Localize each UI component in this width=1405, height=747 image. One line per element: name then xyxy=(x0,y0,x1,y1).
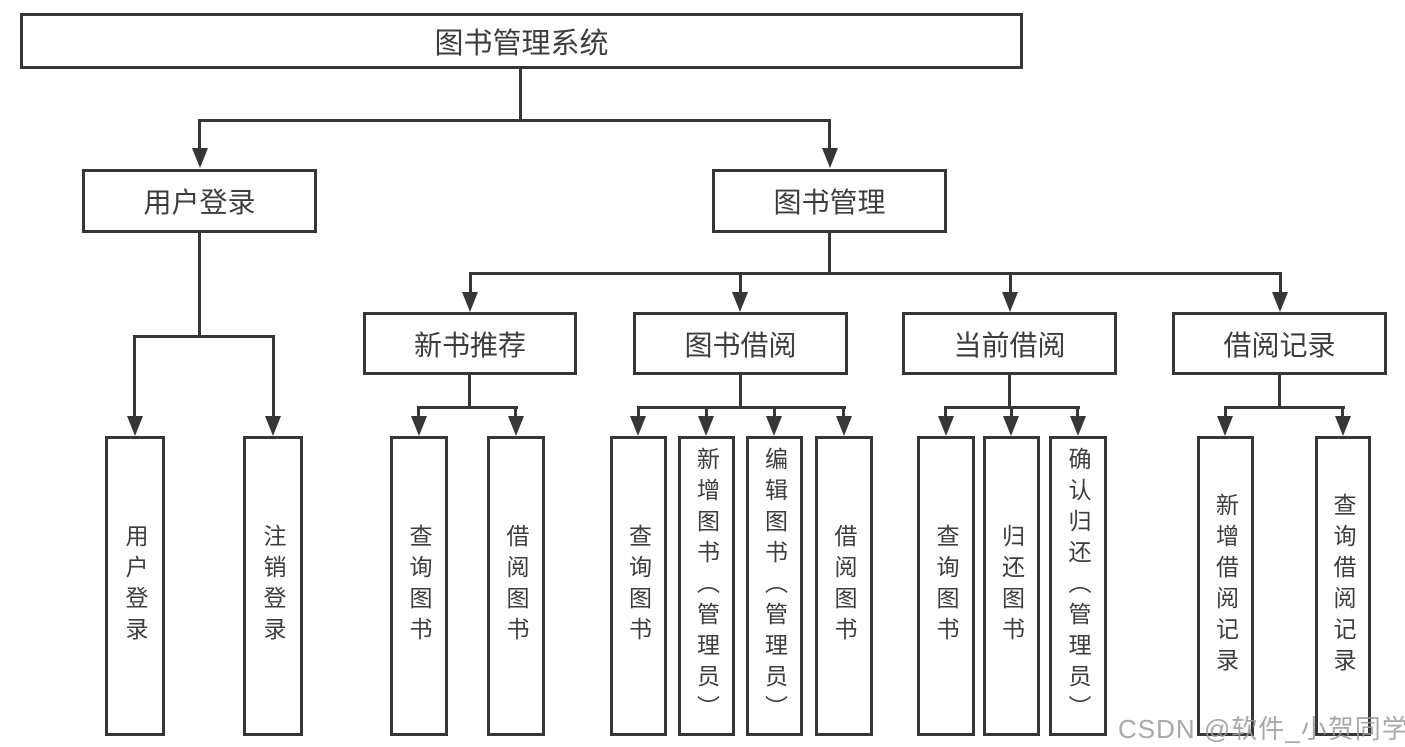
node-label: 查询图书 xyxy=(933,524,959,648)
connector-line xyxy=(514,406,517,418)
connector-line xyxy=(198,119,201,149)
arrow-down-icon xyxy=(1335,416,1351,436)
leaf-query-borrow-record: 查询借阅记录 xyxy=(1315,436,1371,736)
arrow-down-icon xyxy=(766,416,782,436)
node-user-login: 用户登录 xyxy=(82,169,317,233)
arrow-down-icon xyxy=(836,416,852,436)
node-label: 编辑图书（管理员） xyxy=(761,446,788,726)
connector-line xyxy=(637,406,846,409)
node-label: 用户登录 xyxy=(143,187,256,218)
connector-line xyxy=(469,272,472,294)
node-label: 新增借阅记录 xyxy=(1212,493,1239,679)
leaf-query-books-3: 查询图书 xyxy=(917,436,975,736)
connector-line xyxy=(1278,375,1281,409)
node-label: 图书管理 xyxy=(773,187,886,218)
arrow-down-icon xyxy=(462,292,478,312)
connector-line xyxy=(198,119,831,122)
connector-line xyxy=(133,335,275,338)
leaf-add-borrow-record: 新增借阅记录 xyxy=(1197,436,1254,736)
node-new-book-recommend: 新书推荐 xyxy=(363,312,577,375)
connector-line xyxy=(468,375,471,409)
connector-line xyxy=(1008,375,1011,409)
connector-line xyxy=(842,406,845,418)
connector-line xyxy=(828,119,831,149)
arrow-down-icon xyxy=(1217,416,1233,436)
node-root: 图书管理系统 xyxy=(20,13,1023,69)
arrow-down-icon xyxy=(192,148,208,168)
arrow-down-icon xyxy=(411,416,427,436)
arrow-down-icon xyxy=(265,416,281,436)
connector-line xyxy=(1224,406,1227,418)
leaf-confirm-return-admin: 确认归还（管理员） xyxy=(1049,436,1107,736)
leaf-query-books-1: 查询图书 xyxy=(390,436,448,736)
arrow-down-icon xyxy=(1002,292,1018,312)
connector-line xyxy=(944,406,947,418)
node-book-borrow: 图书借阅 xyxy=(633,312,848,375)
arrow-down-icon xyxy=(822,148,838,168)
connector-line xyxy=(1341,406,1344,418)
connector-line xyxy=(739,375,742,409)
arrow-down-icon xyxy=(508,416,524,436)
connector-line xyxy=(773,406,776,418)
arrow-down-icon xyxy=(630,416,646,436)
leaf-borrow-books-2: 借阅图书 xyxy=(815,436,873,736)
connector-line xyxy=(705,406,708,418)
node-label: 新增图书（管理员） xyxy=(693,446,720,726)
connector-line xyxy=(469,272,1282,275)
node-label: 查询图书 xyxy=(406,524,432,648)
leaf-add-book-admin: 新增图书（管理员） xyxy=(678,436,735,736)
connector-line xyxy=(1279,272,1282,294)
arrow-down-icon xyxy=(698,416,714,436)
connector-line xyxy=(519,69,522,122)
node-label: 图书管理系统 xyxy=(434,28,609,60)
node-label: 借阅记录 xyxy=(1223,329,1336,361)
leaf-user-login: 用户登录 xyxy=(105,436,165,736)
leaf-logout: 注销登录 xyxy=(243,436,303,736)
arrow-down-icon xyxy=(1070,416,1086,436)
leaf-query-books-2: 查询图书 xyxy=(610,436,667,736)
connector-line xyxy=(272,335,275,417)
node-label: 归还图书 xyxy=(998,524,1025,648)
connector-line xyxy=(198,233,201,338)
arrow-down-icon xyxy=(127,416,143,436)
connector-line xyxy=(1224,406,1345,409)
leaf-edit-book-admin: 编辑图书（管理员） xyxy=(746,436,803,736)
node-label: 当前借阅 xyxy=(953,329,1066,361)
connector-line xyxy=(1010,406,1013,418)
node-label: 确认归还（管理员） xyxy=(1065,446,1091,726)
connector-line xyxy=(828,233,831,275)
node-label: 查询图书 xyxy=(625,524,652,648)
csdn-watermark: CSDN @软件_小贺同学 xyxy=(1118,714,1405,744)
connector-line xyxy=(1076,406,1079,418)
connector-line xyxy=(417,406,420,418)
node-label: 查询借阅记录 xyxy=(1330,493,1356,679)
arrow-down-icon xyxy=(1272,292,1288,312)
connector-line xyxy=(637,406,640,418)
node-label: 注销登录 xyxy=(260,524,286,648)
node-current-borrow: 当前借阅 xyxy=(902,312,1117,375)
node-label: 新书推荐 xyxy=(413,329,526,361)
arrow-down-icon xyxy=(1003,416,1019,436)
node-label: 借阅图书 xyxy=(503,524,529,648)
arrow-down-icon xyxy=(938,416,954,436)
node-label: 借阅图书 xyxy=(831,524,857,648)
connector-line xyxy=(1009,272,1012,294)
connector-line xyxy=(133,335,136,417)
node-book-management: 图书管理 xyxy=(712,169,947,233)
node-label: 图书借阅 xyxy=(684,329,797,361)
connector-line xyxy=(739,272,742,294)
arrow-down-icon xyxy=(732,292,748,312)
connector-line xyxy=(417,406,518,409)
leaf-borrow-books-1: 借阅图书 xyxy=(487,436,545,736)
node-borrow-records: 借阅记录 xyxy=(1172,312,1387,375)
node-label: 用户登录 xyxy=(122,524,148,648)
leaf-return-book: 归还图书 xyxy=(983,436,1040,736)
